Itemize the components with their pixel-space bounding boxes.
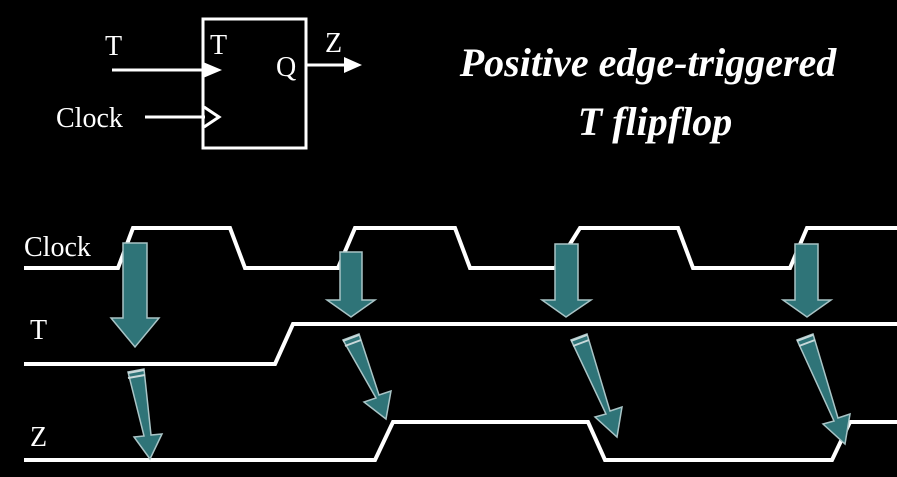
clock-edge-arrow-3 — [539, 243, 594, 318]
z-output-arrowhead — [344, 57, 362, 73]
signal-label-t: T — [30, 315, 47, 346]
clock-edge-arrow-2 — [324, 251, 378, 318]
pin-t-label: T — [210, 30, 227, 61]
pin-q-label: Q — [276, 52, 296, 83]
propagation-arrow-4 — [795, 333, 851, 446]
clock-edge-arrow-4 — [780, 243, 834, 318]
clock-waveform — [24, 226, 897, 270]
signal-label-clock: Clock — [24, 232, 91, 263]
t-waveform — [24, 322, 897, 366]
propagation-arrow-3 — [569, 333, 623, 439]
clock-edge-arrow-1 — [109, 242, 161, 349]
flipflop-symbol: T Clock T Q Z — [56, 17, 362, 150]
flipflop-box — [201, 17, 308, 150]
signal-label-z: Z — [30, 422, 47, 453]
clock-edge-triangle — [203, 105, 222, 129]
title-line-2: T flipflop — [578, 99, 732, 144]
propagation-arrow-1 — [127, 368, 164, 461]
t-input-arrowhead — [203, 62, 222, 78]
t-input-label: T — [105, 31, 122, 62]
z-output-label: Z — [325, 28, 342, 59]
propagation-arrow-2 — [341, 333, 392, 421]
title-line-1: Positive edge-triggered — [459, 40, 838, 85]
clock-input-label: Clock — [56, 103, 123, 134]
